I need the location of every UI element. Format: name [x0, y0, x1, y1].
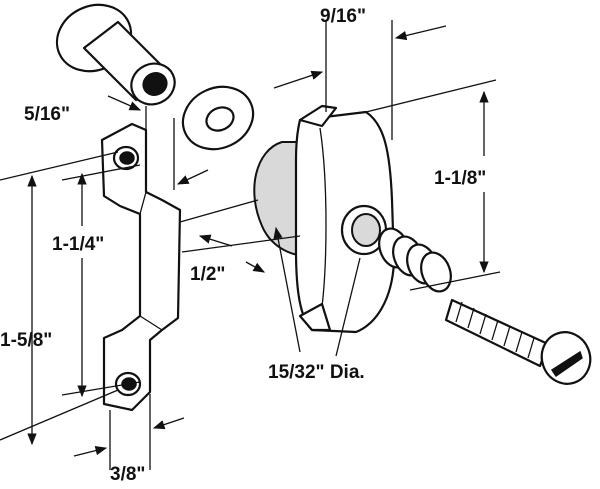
slotted-screw: [444, 298, 592, 385]
bushing-offset-label: 5/16": [24, 104, 70, 125]
washer: [181, 85, 255, 151]
cap-width-label: 9/16": [320, 6, 366, 27]
boss-diameter-label: 15/32" Dia.: [268, 362, 365, 383]
flanged-bushing: [55, 3, 176, 106]
latch-cap: [253, 104, 396, 334]
keeper-width-label: 3/8": [110, 464, 145, 485]
keeper-length-label: 1-5/8": [0, 330, 52, 351]
dimension-arrows: [27, 25, 489, 457]
cap-height-label: 1-1/8": [434, 168, 486, 189]
compression-spring: [378, 227, 452, 293]
extension-lines: [0, 20, 501, 470]
keeper-hole-spacing-label: 1-1/4": [52, 234, 104, 255]
keeper-strip: [100, 122, 182, 412]
boss-depth-label: 1/2": [190, 264, 225, 285]
